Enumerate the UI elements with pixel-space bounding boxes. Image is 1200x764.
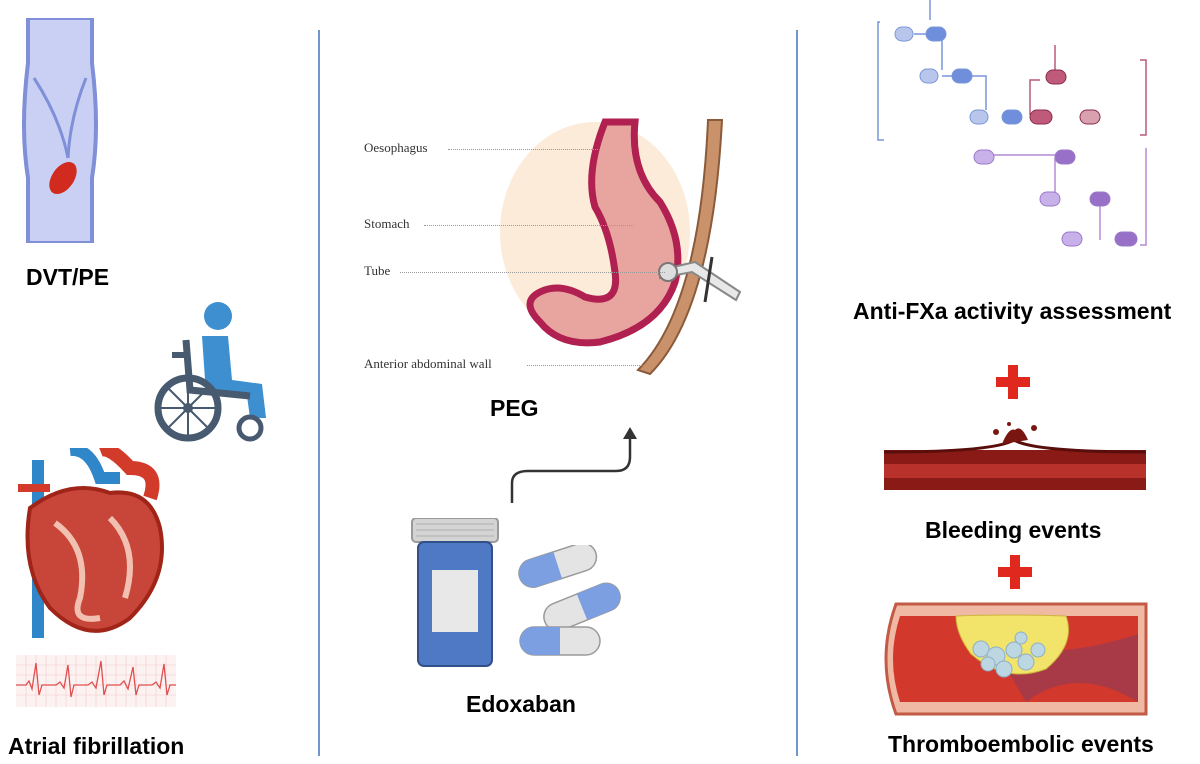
oesophagus-leader — [448, 149, 598, 150]
oesophagus-label: Oesophagus — [364, 140, 428, 155]
right-divider — [796, 30, 798, 756]
ecg-icon — [16, 655, 176, 707]
peg-label: PEG — [490, 395, 539, 421]
bleeding-label: Bleeding events — [925, 517, 1102, 543]
arrow-icon — [510, 427, 637, 503]
heart-icon — [18, 448, 164, 638]
stomach-icon — [500, 118, 742, 376]
plus-icon — [996, 365, 1030, 399]
vein-clot-icon — [22, 18, 98, 243]
dvt-label: DVT/PE — [26, 264, 110, 290]
left-divider — [318, 30, 320, 756]
thromboembolic-label: Thromboembolic events — [888, 731, 1154, 757]
pill-bottle-icon — [411, 518, 499, 667]
tube-leader — [400, 272, 665, 273]
stomach-label: Stomach — [364, 216, 410, 231]
abdominal-wall-label: Anterior abdominal wall — [364, 356, 492, 371]
thrombus-vessel-icon — [884, 602, 1148, 716]
atrial-fibrillation-label: Atrial fibrillation — [8, 733, 185, 759]
edoxaban-label: Edoxaban — [466, 691, 576, 717]
coagulation-cascade-icon — [877, 0, 1147, 247]
plus-icon-2 — [998, 555, 1032, 589]
wheelchair-icon — [154, 302, 266, 442]
bleeding-vessel-icon — [884, 422, 1146, 490]
abdominal-wall-leader — [527, 365, 652, 366]
stomach-leader — [424, 225, 634, 226]
capsule-icon — [518, 545, 621, 656]
tube-label: Tube — [364, 263, 391, 278]
anti-fxa-label: Anti-FXa activity assessment — [853, 298, 1172, 324]
